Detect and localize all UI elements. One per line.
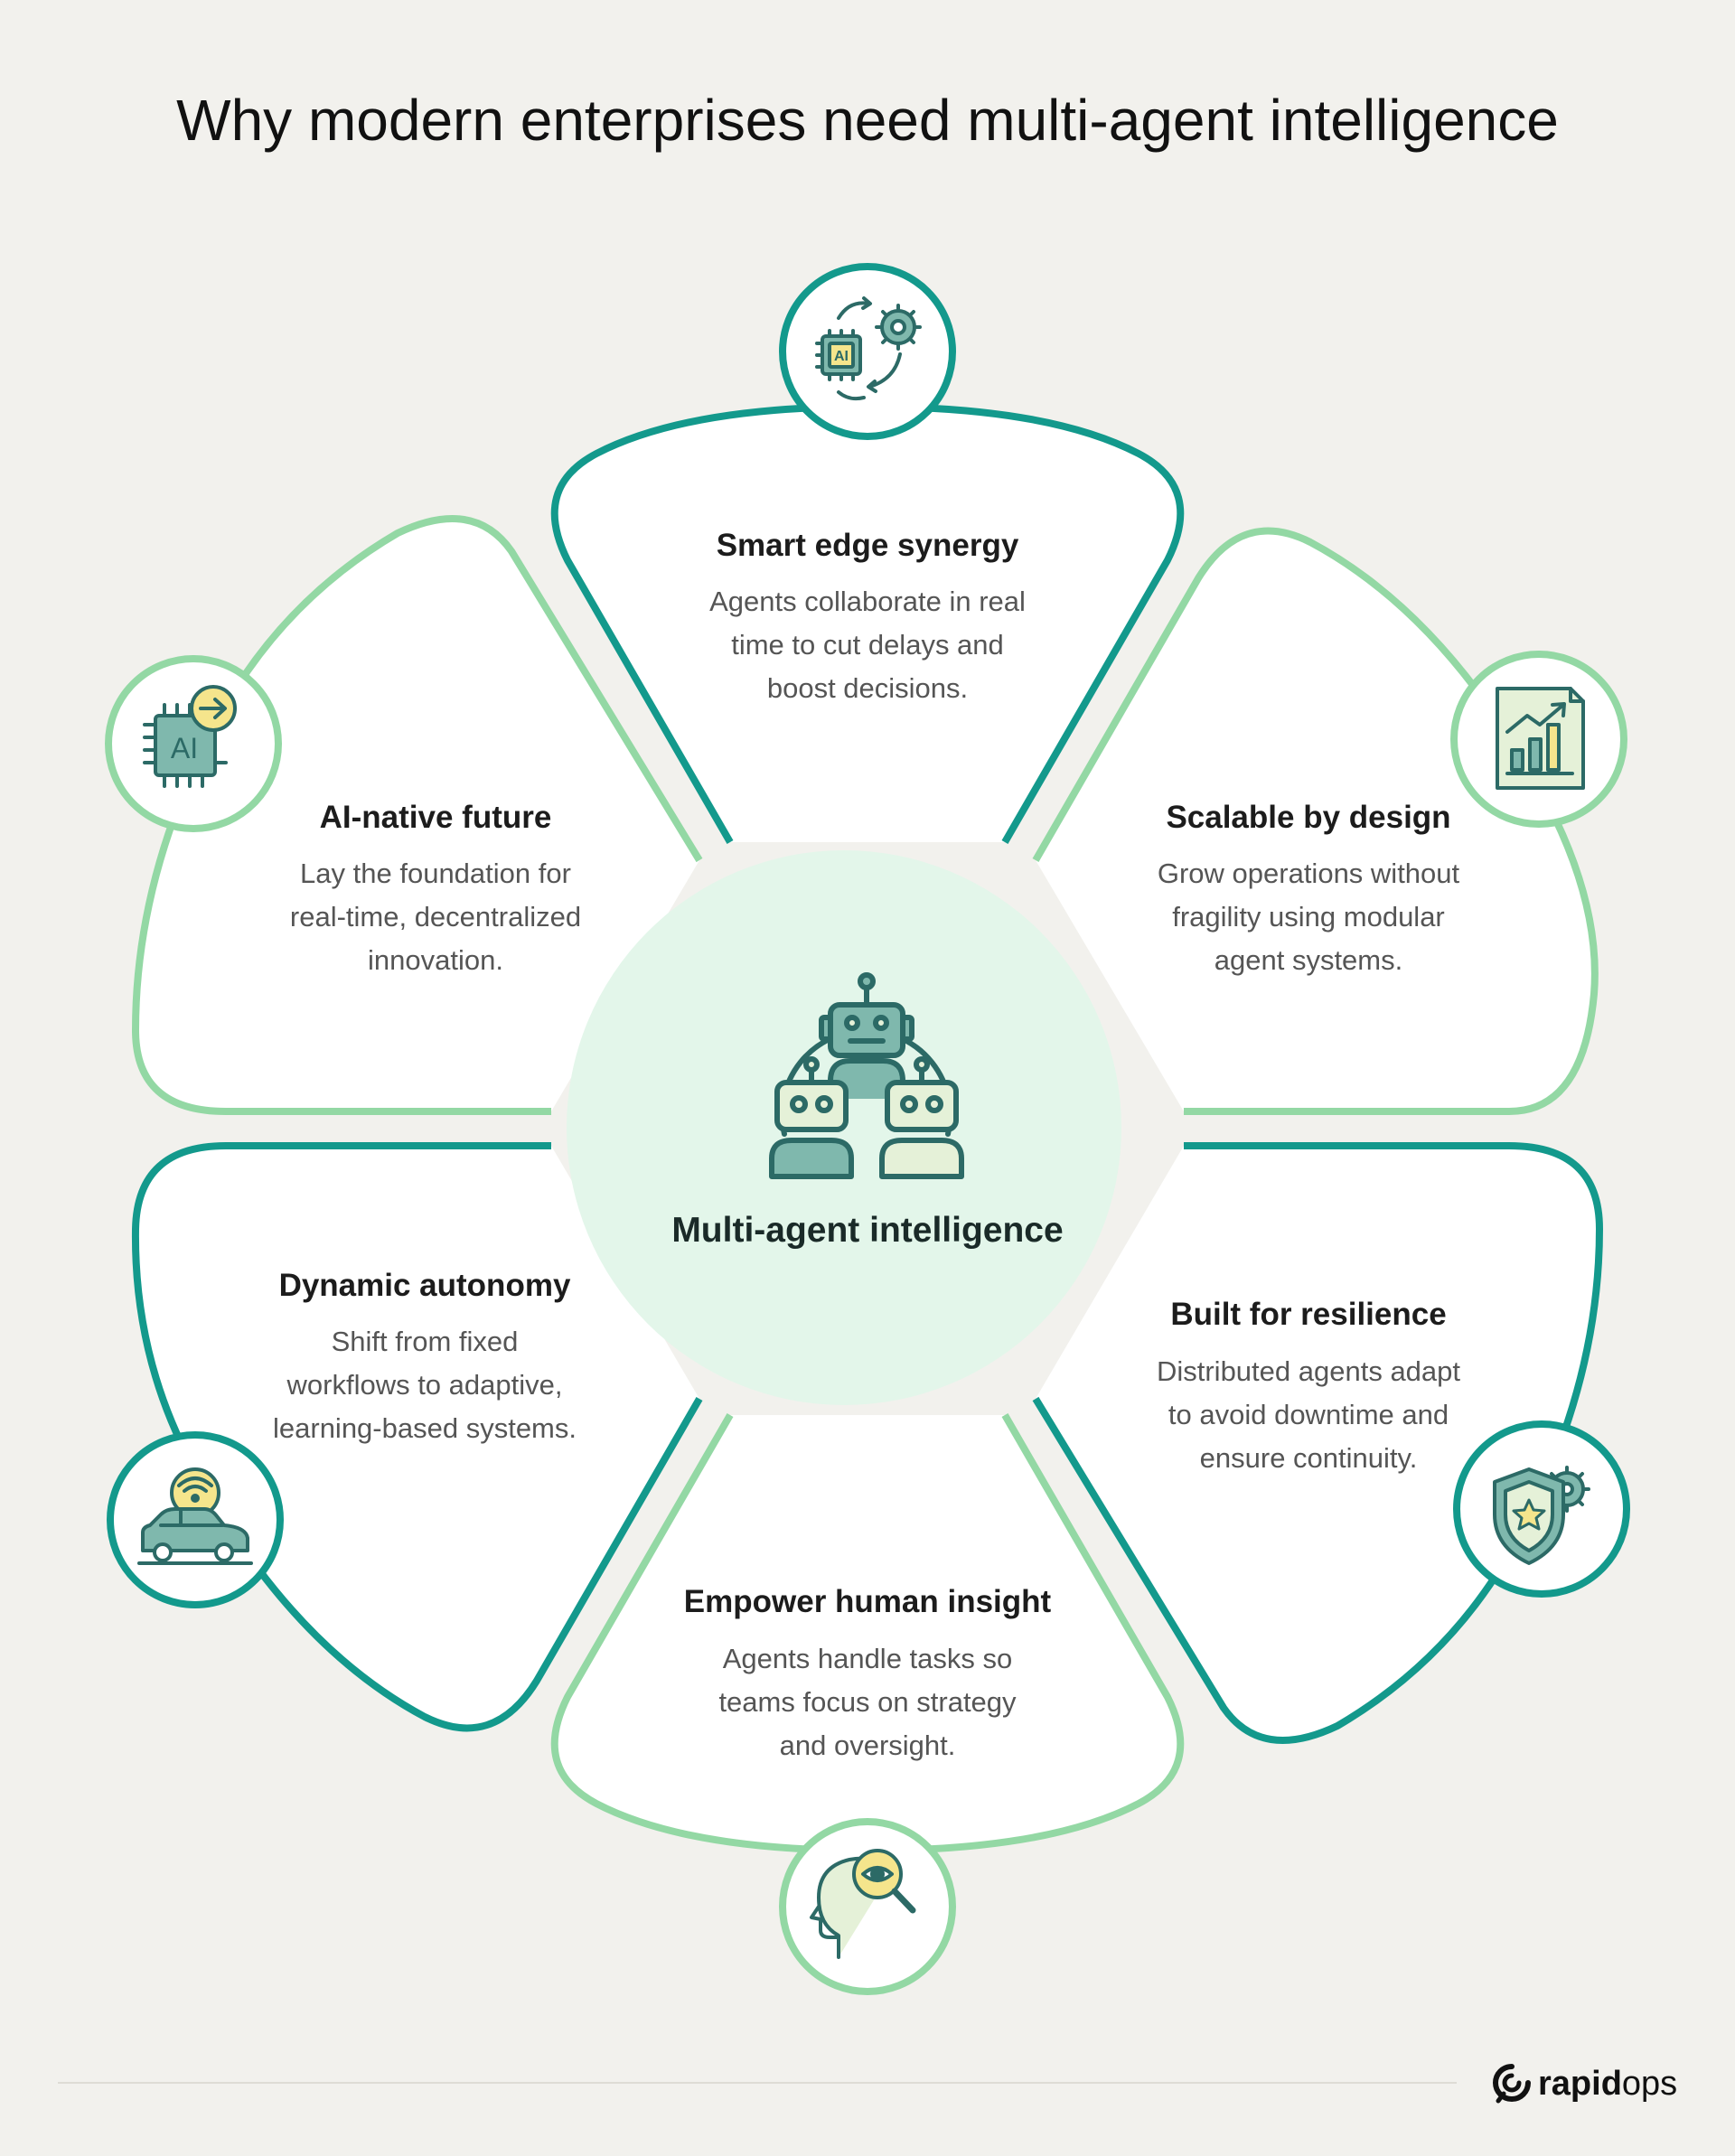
desc-line: Grow operations without [1157,858,1460,889]
desc-line: time to cut delays and [731,629,1004,661]
segment-desc-resilience: Distributed agents adapt to avoid downti… [1110,1350,1507,1480]
segment-title-dynamic-autonomy: Dynamic autonomy [278,1268,571,1303]
brand-wordmark: rapidops [1538,2065,1677,2104]
segment-desc-human-insight: Agents handle tasks so teams focus on st… [669,1637,1066,1767]
shield-star-gear-icon [1493,1466,1590,1565]
growth-chart-document-icon [1496,687,1585,790]
desc-line: to avoid downtime and [1168,1399,1449,1430]
rapidops-logo-icon [1493,2064,1531,2104]
icon-badge-smart-edge [779,263,956,440]
desc-line: ensure continuity. [1199,1442,1418,1474]
desc-line: learning-based systems. [273,1412,577,1444]
brand-logo[interactable]: rapidops [1491,2057,1677,2111]
desc-line: Distributed agents adapt [1156,1355,1461,1387]
center-label: Multi-agent intelligence [671,1211,1064,1250]
svg-text:AI: AI [171,732,198,764]
desc-line: workflows to adaptive, [286,1369,563,1401]
desc-line: Shift from fixed [331,1326,519,1357]
desc-line: Agents collaborate in real [709,586,1026,617]
segment-desc-ai-native: Lay the foundation for real-time, decent… [237,852,634,982]
ai-chip-arrow-icon: AI [143,685,237,788]
brand-bold: rapid [1538,2064,1622,2103]
multi-robot-icon [769,972,964,1179]
ai-chip-gear-cycle-icon: AI [815,296,922,401]
segment-desc-scalable: Grow operations without fragility using … [1110,852,1507,982]
desc-line: agent systems. [1214,944,1403,976]
desc-line: teams focus on strategy [718,1686,1017,1718]
svg-text:AI: AI [834,349,849,364]
segment-desc-smart-edge: Agents collaborate in real time to cut d… [669,580,1066,710]
segment-desc-dynamic-autonomy: Shift from fixed workflows to adaptive, … [226,1320,624,1450]
desc-line: Lay the foundation for [300,858,571,889]
page-title: Why modern enterprises need multi-agent … [176,88,1559,153]
head-magnifier-eye-icon [810,1849,916,1959]
desc-line: and oversight. [779,1729,956,1761]
connected-car-icon [137,1467,253,1565]
segment-title-resilience: Built for resilience [1170,1297,1447,1332]
desc-line: real-time, decentralized [289,901,582,933]
segment-title-smart-edge: Smart edge synergy [716,528,1019,563]
segment-title-scalable: Scalable by design [1166,800,1451,835]
desc-line: innovation. [368,944,503,976]
desc-line: boost decisions. [766,672,969,704]
footer-divider [58,2082,1457,2084]
brand-light: ops [1621,2064,1678,2103]
segment-title-human-insight: Empower human insight [683,1584,1052,1619]
desc-line: fragility using modular [1172,901,1445,933]
segment-title-ai-native: AI-native future [319,800,552,835]
desc-line: Agents handle tasks so [722,1643,1013,1674]
